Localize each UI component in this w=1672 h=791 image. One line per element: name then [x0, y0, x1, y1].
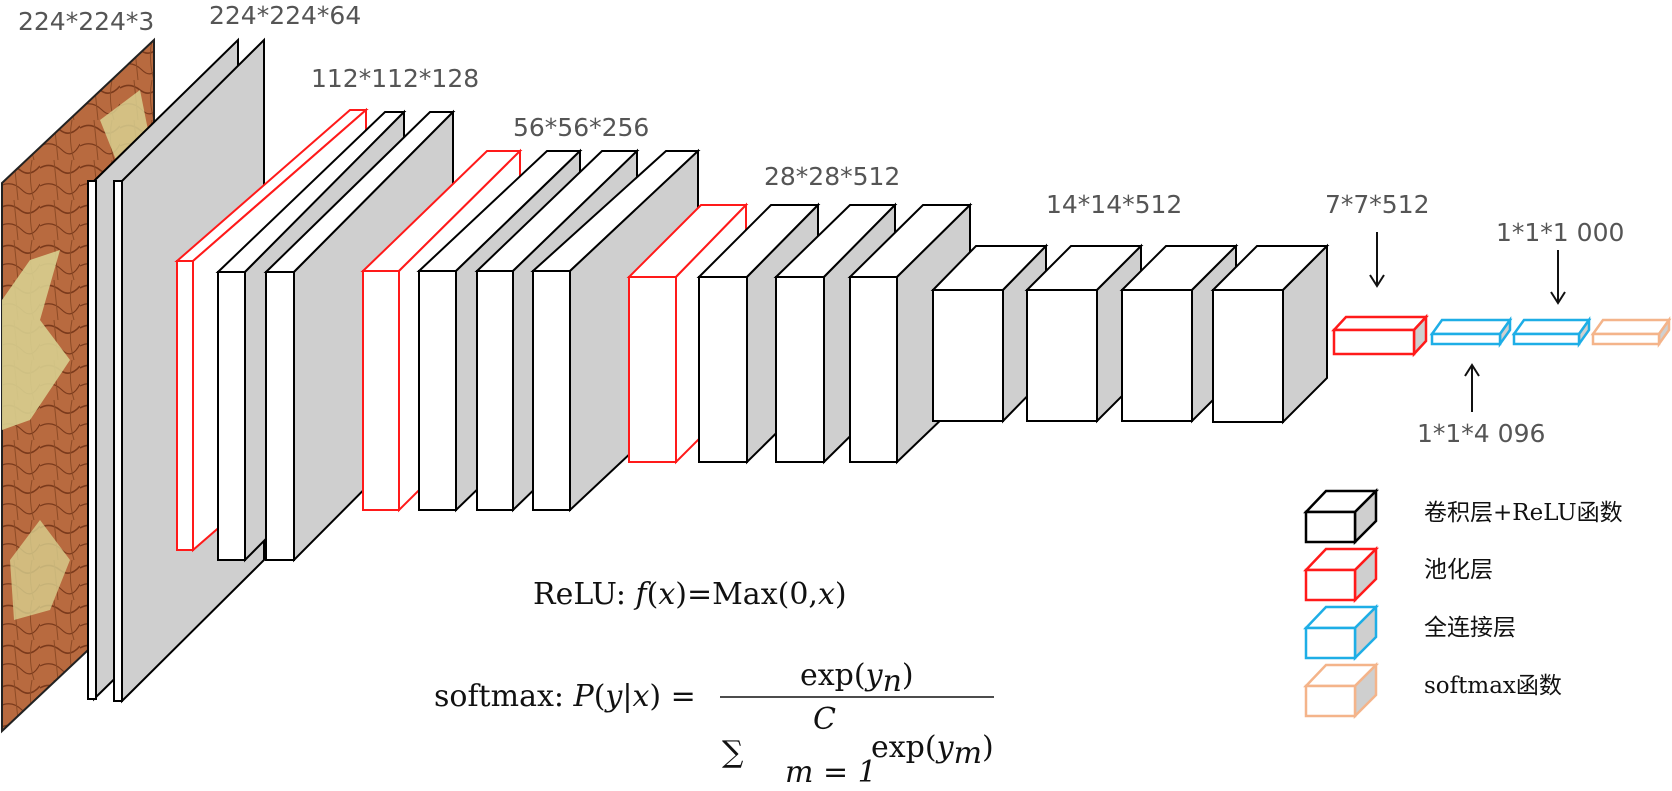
softmax-P: P	[573, 679, 595, 714]
label-fc-out: 1*1*1 000	[1496, 218, 1624, 247]
sum-lower: m = 1	[785, 755, 877, 790]
legend-label-fc: 全连接层	[1424, 615, 1516, 641]
legend-label-conv: 卷积层+ReLU函数	[1424, 500, 1623, 526]
input-image-light-region	[2, 250, 70, 430]
legend-swatch-conv	[1303, 487, 1380, 546]
arrow-fc-hidden	[1464, 363, 1480, 412]
legend-label-softmax: softmax函数	[1424, 673, 1562, 699]
arrow-pool5	[1369, 232, 1385, 288]
label-pool5: 7*7*512	[1325, 190, 1430, 219]
legend-swatch-pool	[1303, 545, 1380, 604]
label-fc-hidden: 1*1*4 096	[1417, 419, 1545, 448]
relu-x2: x	[818, 577, 835, 612]
arrow-fc-out	[1550, 250, 1566, 305]
label-block5: 14*14*512	[1046, 190, 1182, 219]
relu-x: x	[658, 577, 675, 612]
conv-layer-5d	[1210, 243, 1330, 425]
label-input: 224*224*3	[18, 7, 154, 36]
softmax-prefix: softmax:	[434, 679, 574, 714]
fc-layer-2	[1511, 316, 1592, 348]
legend: 卷积层+ReLU函数 池化层 全连接层 softmax函数	[1303, 487, 1623, 720]
denominator-exp: exp	[871, 730, 925, 765]
softmax-layer	[1590, 316, 1672, 348]
relu-eq: =Max(0,	[687, 577, 818, 612]
numerator-sub: n	[883, 664, 902, 699]
softmax-formula: softmax: P(y|x) = exp(yn) C ∑ m = 1 exp(…	[434, 658, 994, 790]
label-block1: 224*224*64	[209, 1, 361, 30]
relu-prefix: ReLU:	[533, 577, 635, 612]
label-block3: 56*56*256	[513, 113, 649, 142]
numerator-exp: exp	[800, 658, 854, 693]
sum-upper: C	[813, 702, 836, 737]
fc-layer-1	[1429, 316, 1513, 348]
denominator-sub: m	[954, 736, 982, 771]
legend-label-pool: 池化层	[1424, 557, 1493, 583]
label-block4: 28*28*512	[764, 162, 900, 191]
relu-formula: ReLU: f(x)=Max(0,x)	[533, 577, 847, 612]
svg-text:softmax: P(y|x) =: softmax: P(y|x) =	[434, 679, 696, 714]
legend-swatch-softmax	[1303, 661, 1380, 720]
svg-text:exp(yn): exp(yn)	[800, 658, 914, 699]
legend-swatch-fc	[1303, 603, 1380, 662]
svg-text:exp(ym): exp(ym)	[871, 730, 994, 771]
softmax-x: x	[632, 679, 649, 714]
softmax-y: y	[603, 679, 623, 714]
label-block2: 112*112*128	[311, 64, 479, 93]
pool-layer-5	[1331, 313, 1429, 358]
sum-symbol: ∑	[722, 735, 744, 770]
